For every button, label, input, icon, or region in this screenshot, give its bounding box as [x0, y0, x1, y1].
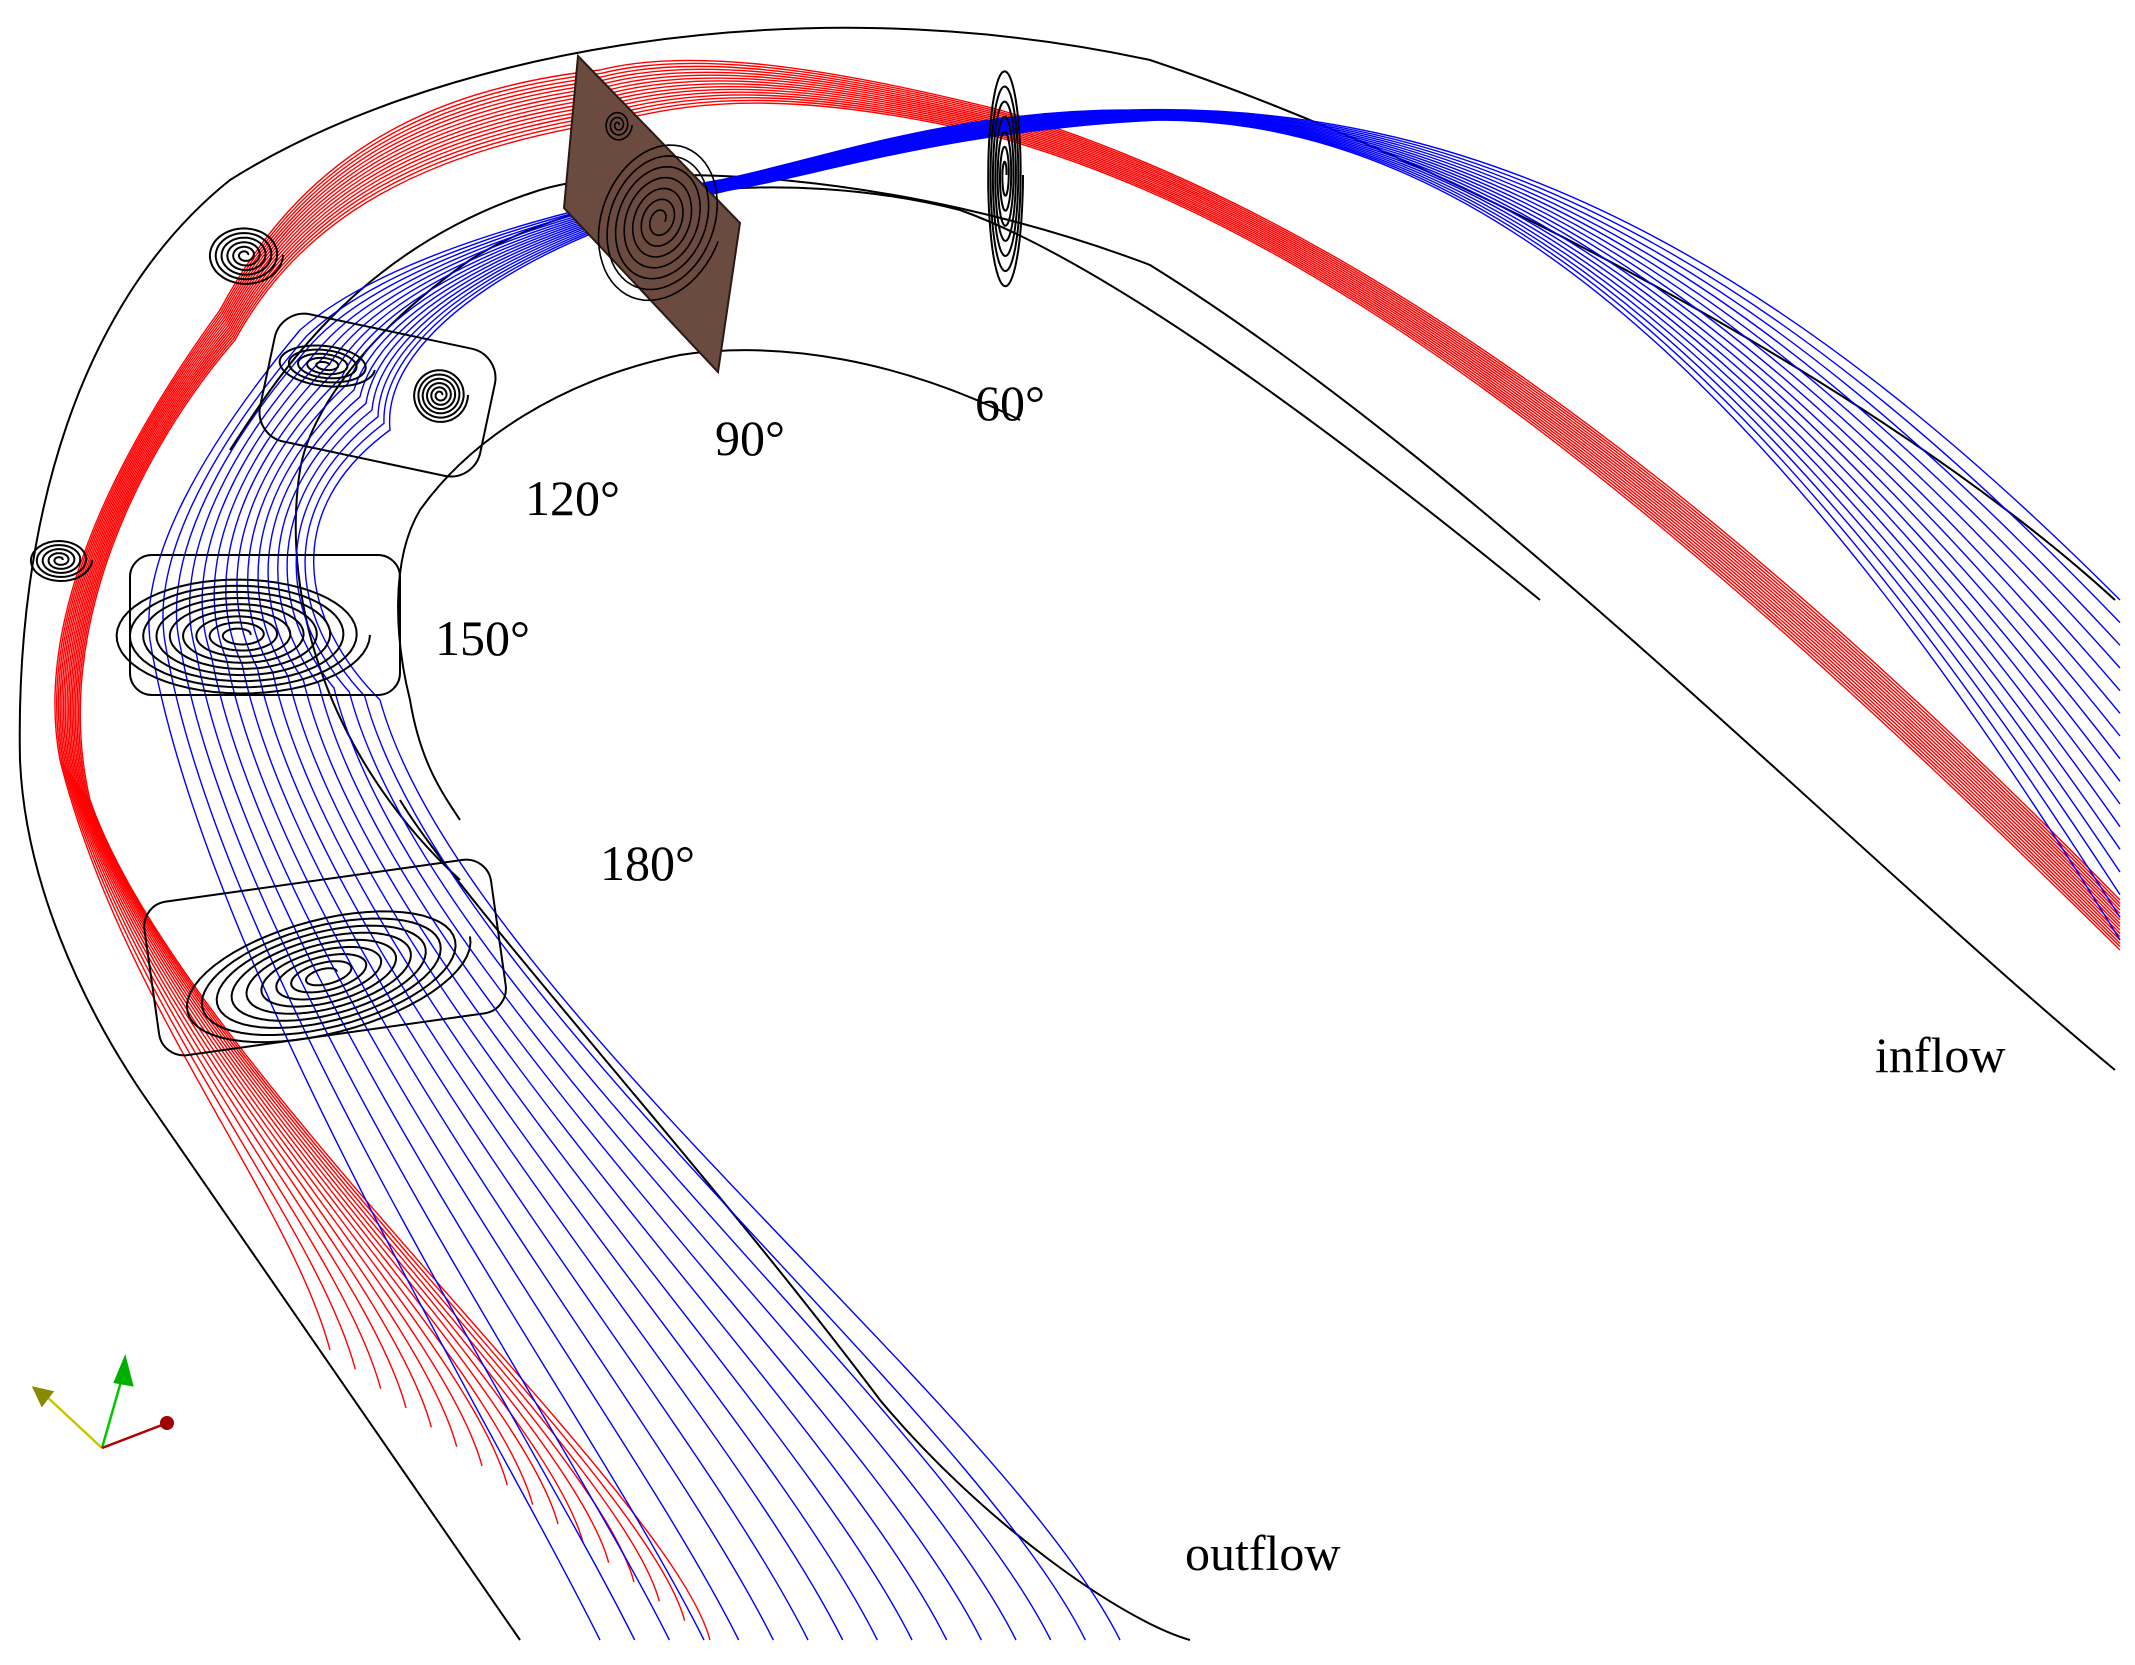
section-60-vortex: [987, 70, 1024, 288]
inner-wall-apex: [397, 349, 1021, 821]
blue-streamline: [236, 113, 2121, 1641]
section-180-outline: [143, 858, 507, 1057]
section-120-vortex-middle: [278, 344, 376, 388]
red-streamline: [68, 83, 2121, 1505]
blue-streamline: [286, 117, 2121, 1641]
red-streamline: [69, 85, 2121, 1525]
angle-label-150: 150°: [435, 610, 530, 666]
plane-surface: [562, 53, 742, 375]
plane-vortex-main: [597, 144, 719, 302]
section-120-vortex-upper: [208, 227, 284, 285]
red-streamline: [59, 68, 2121, 1409]
section-120-vortex-right: [413, 369, 469, 423]
angle-label-180: 180°: [600, 835, 695, 891]
secondary-flow-sections: [29, 70, 1024, 1057]
section-180-vortex-main: [185, 910, 472, 1044]
red-streamline: [56, 62, 2121, 1370]
axis-y-line: [100, 1377, 124, 1449]
red-streamline: [57, 65, 2121, 1389]
angle-label-60: 60°: [975, 375, 1045, 431]
section-120-outline: [258, 312, 497, 478]
blue-streamline: [188, 111, 2121, 1641]
axis-z-line: [44, 1394, 103, 1449]
inner-bank-streamlines: [148, 108, 2121, 1641]
outflow-label: outflow: [1185, 1525, 1341, 1581]
section-150-outline: [129, 554, 401, 696]
red-streamline: [79, 102, 2121, 1641]
red-streamline: [77, 99, 2121, 1621]
blue-streamline: [257, 115, 2121, 1641]
xyz-axis-triad-icon: [31, 1354, 174, 1450]
inner-wall-lower: [399, 799, 1191, 1641]
red-streamline: [66, 80, 2121, 1486]
inflow-label: inflow: [1875, 1027, 2006, 1083]
angle-label-90: 90°: [715, 410, 785, 466]
axis-x-line: [101, 1423, 163, 1450]
red-streamline: [71, 88, 2121, 1544]
blue-streamline: [295, 117, 2121, 1641]
red-streamline: [76, 97, 2121, 1602]
section-150-vortex-main: [115, 578, 371, 695]
blue-streamline: [201, 111, 2121, 1641]
angle-label-120: 120°: [525, 470, 620, 526]
axis-z-arrowhead-icon: [31, 1386, 55, 1408]
axis-x-tip-icon: [160, 1416, 174, 1430]
outer-bank-streamlines: [54, 59, 2121, 1641]
red-streamline: [54, 59, 2121, 1351]
cross-section-plane-90: [562, 53, 742, 375]
plane-vortex-spiral: [597, 111, 719, 302]
blue-streamline: [225, 113, 2121, 1641]
axis-y-arrowhead-icon: [113, 1354, 134, 1387]
blue-streamline: [277, 116, 2121, 1641]
red-streamline: [62, 74, 2121, 1447]
blue-streamline: [304, 118, 2121, 1641]
blue-streamline: [175, 110, 2121, 1641]
outer-wall-outer-edge: [18, 26, 2116, 1641]
section-150-vortex-left: [29, 539, 93, 583]
plane-vortex-small: [605, 111, 633, 141]
blue-streamline: [213, 112, 2121, 1641]
blue-streamline: [148, 108, 2121, 1641]
blue-streamline: [267, 115, 2121, 1641]
blue-streamline: [313, 119, 2121, 1641]
blue-streamline: [247, 114, 2121, 1641]
blue-streamline: [162, 109, 2121, 1641]
red-streamline: [64, 77, 2121, 1467]
red-streamline: [61, 71, 2121, 1428]
